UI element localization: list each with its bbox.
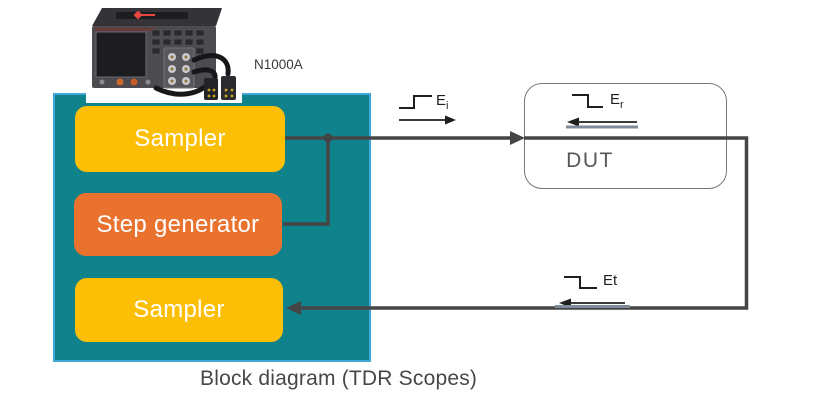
block-sampler-top-label: Sampler <box>134 125 226 152</box>
rising-step-icon <box>399 95 432 109</box>
arrowhead-into-dut <box>510 131 525 145</box>
block-sampler-bottom-label: Sampler <box>133 296 225 323</box>
diagram-caption: Block diagram (TDR Scopes) <box>200 367 478 390</box>
brand-logo-mark <box>133 10 155 20</box>
signal-label-incident-sub: i <box>446 100 449 112</box>
dut-box <box>524 83 727 189</box>
scope-knobs <box>99 78 151 86</box>
device-model-label: N1000A <box>254 57 303 72</box>
signal-label-transmitted-base: Et <box>603 272 618 289</box>
oscilloscope-image <box>86 2 242 103</box>
signal-label-incident: Ei <box>436 92 448 112</box>
signal-label-reflected-sub: r <box>620 99 624 111</box>
signal-label-reflected: Er <box>610 91 624 111</box>
signal-label-incident-base: E <box>436 92 447 109</box>
block-step-generator-label: Step generator <box>96 210 260 238</box>
scope-buttons <box>151 29 205 55</box>
transmitted-arrowhead <box>559 298 571 308</box>
falling-step-icon-transmitted <box>564 276 597 289</box>
block-sampler-bottom: Sampler <box>75 278 283 342</box>
scope-cable-connectors <box>204 76 236 100</box>
block-step-generator: Step generator <box>74 193 282 256</box>
scope-module-connectors <box>168 53 190 85</box>
oscilloscope-illustration <box>92 8 236 100</box>
dut-label: DUT <box>566 149 614 172</box>
signal-label-transmitted: Et <box>603 272 617 292</box>
scope-panel-strip <box>95 28 155 31</box>
block-sampler-top: Sampler <box>75 106 285 172</box>
scope-screen <box>95 31 147 78</box>
incident-arrowhead <box>445 115 456 125</box>
signal-label-reflected-base: E <box>610 91 621 108</box>
